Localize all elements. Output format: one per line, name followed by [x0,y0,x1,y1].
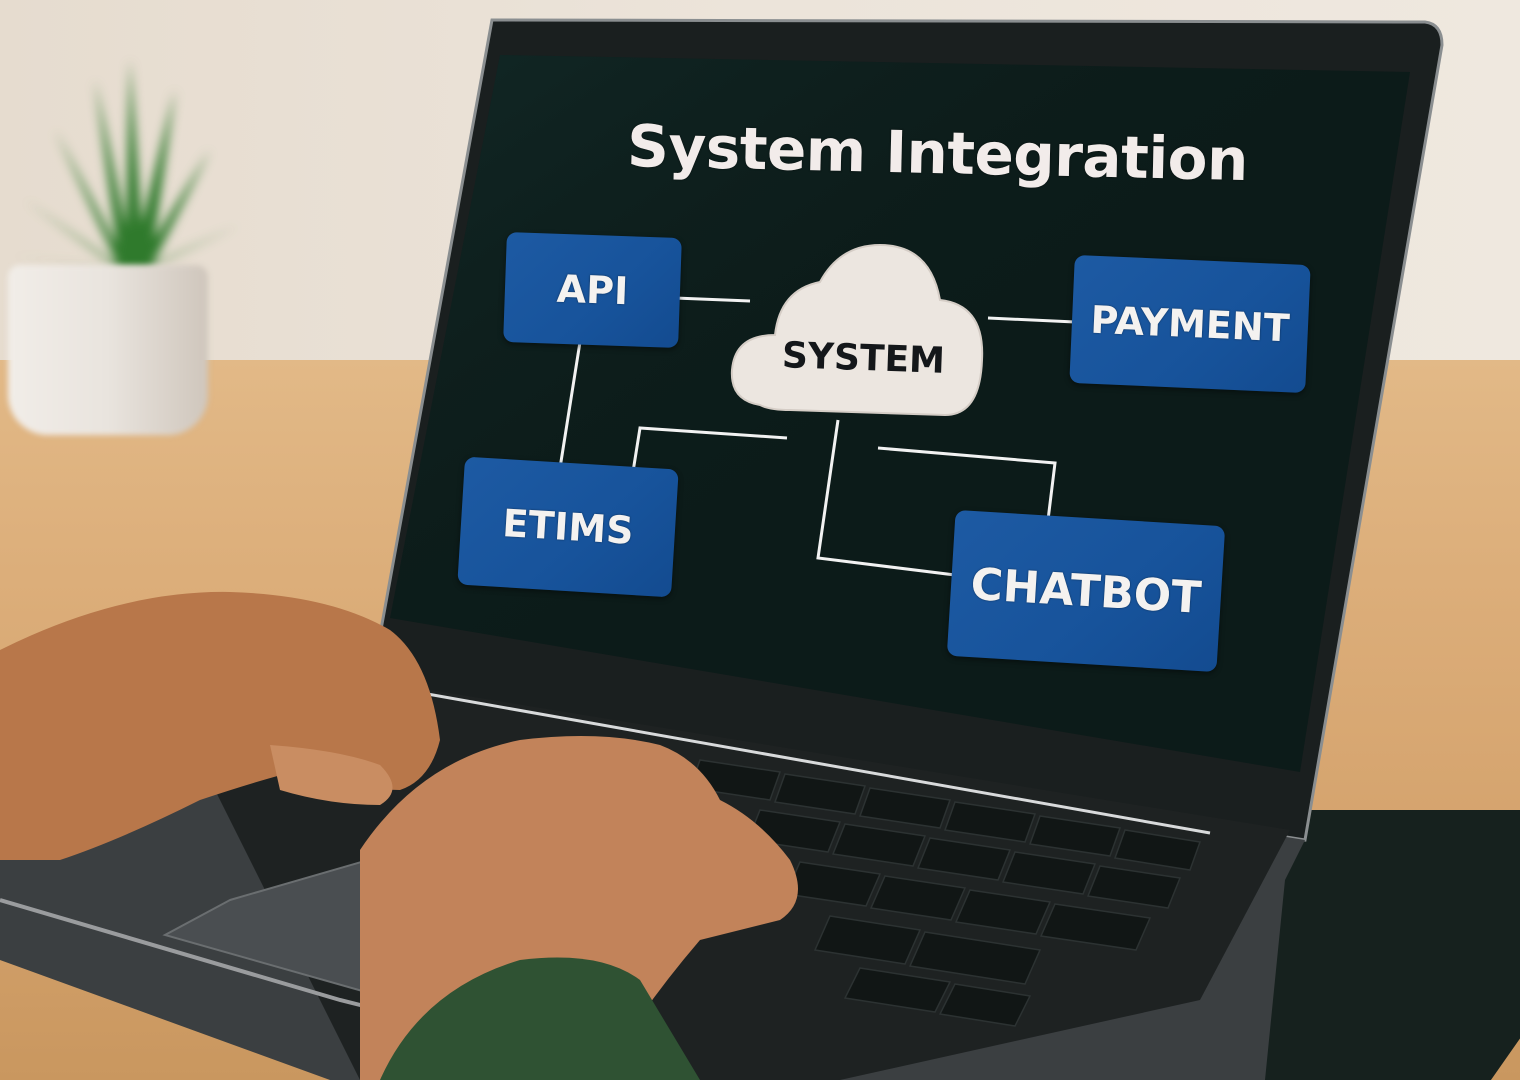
node-chatbot: CHATBOT [946,509,1226,673]
plant-pot [8,265,208,435]
node-etims-label: ETIMS [501,501,635,553]
node-etims: ETIMS [457,456,679,598]
diagram-title: System Integration [626,112,1249,195]
node-payment-label: PAYMENT [1089,297,1291,351]
plant-icon [10,60,240,270]
node-api: API [503,231,682,349]
system-cloud-label: SYSTEM [781,335,946,382]
node-payment: PAYMENT [1069,254,1311,394]
node-chatbot-label: CHATBOT [969,558,1203,624]
node-api-label: API [556,266,629,314]
